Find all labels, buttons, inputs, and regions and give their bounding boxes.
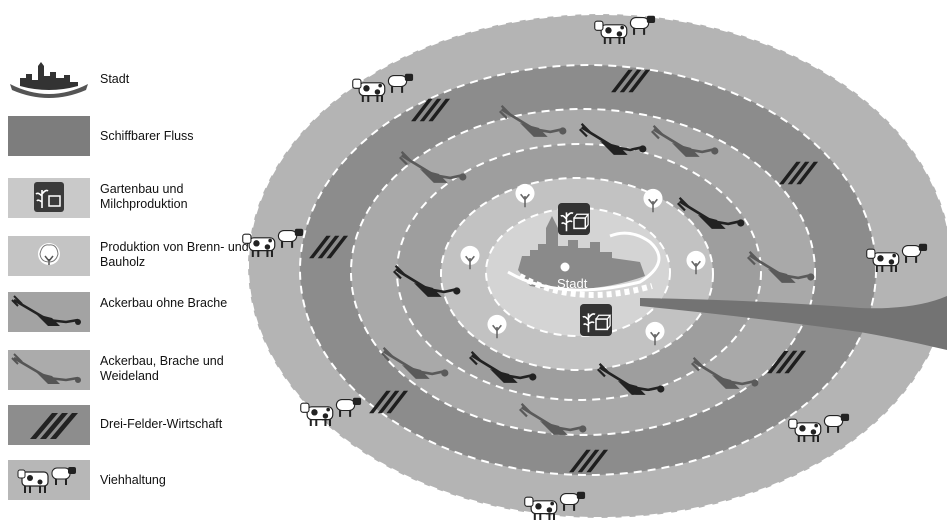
city-label: Stadt [557,276,588,291]
city-marker [561,263,570,272]
garden-icon [580,304,612,336]
garden-icon [558,203,590,235]
